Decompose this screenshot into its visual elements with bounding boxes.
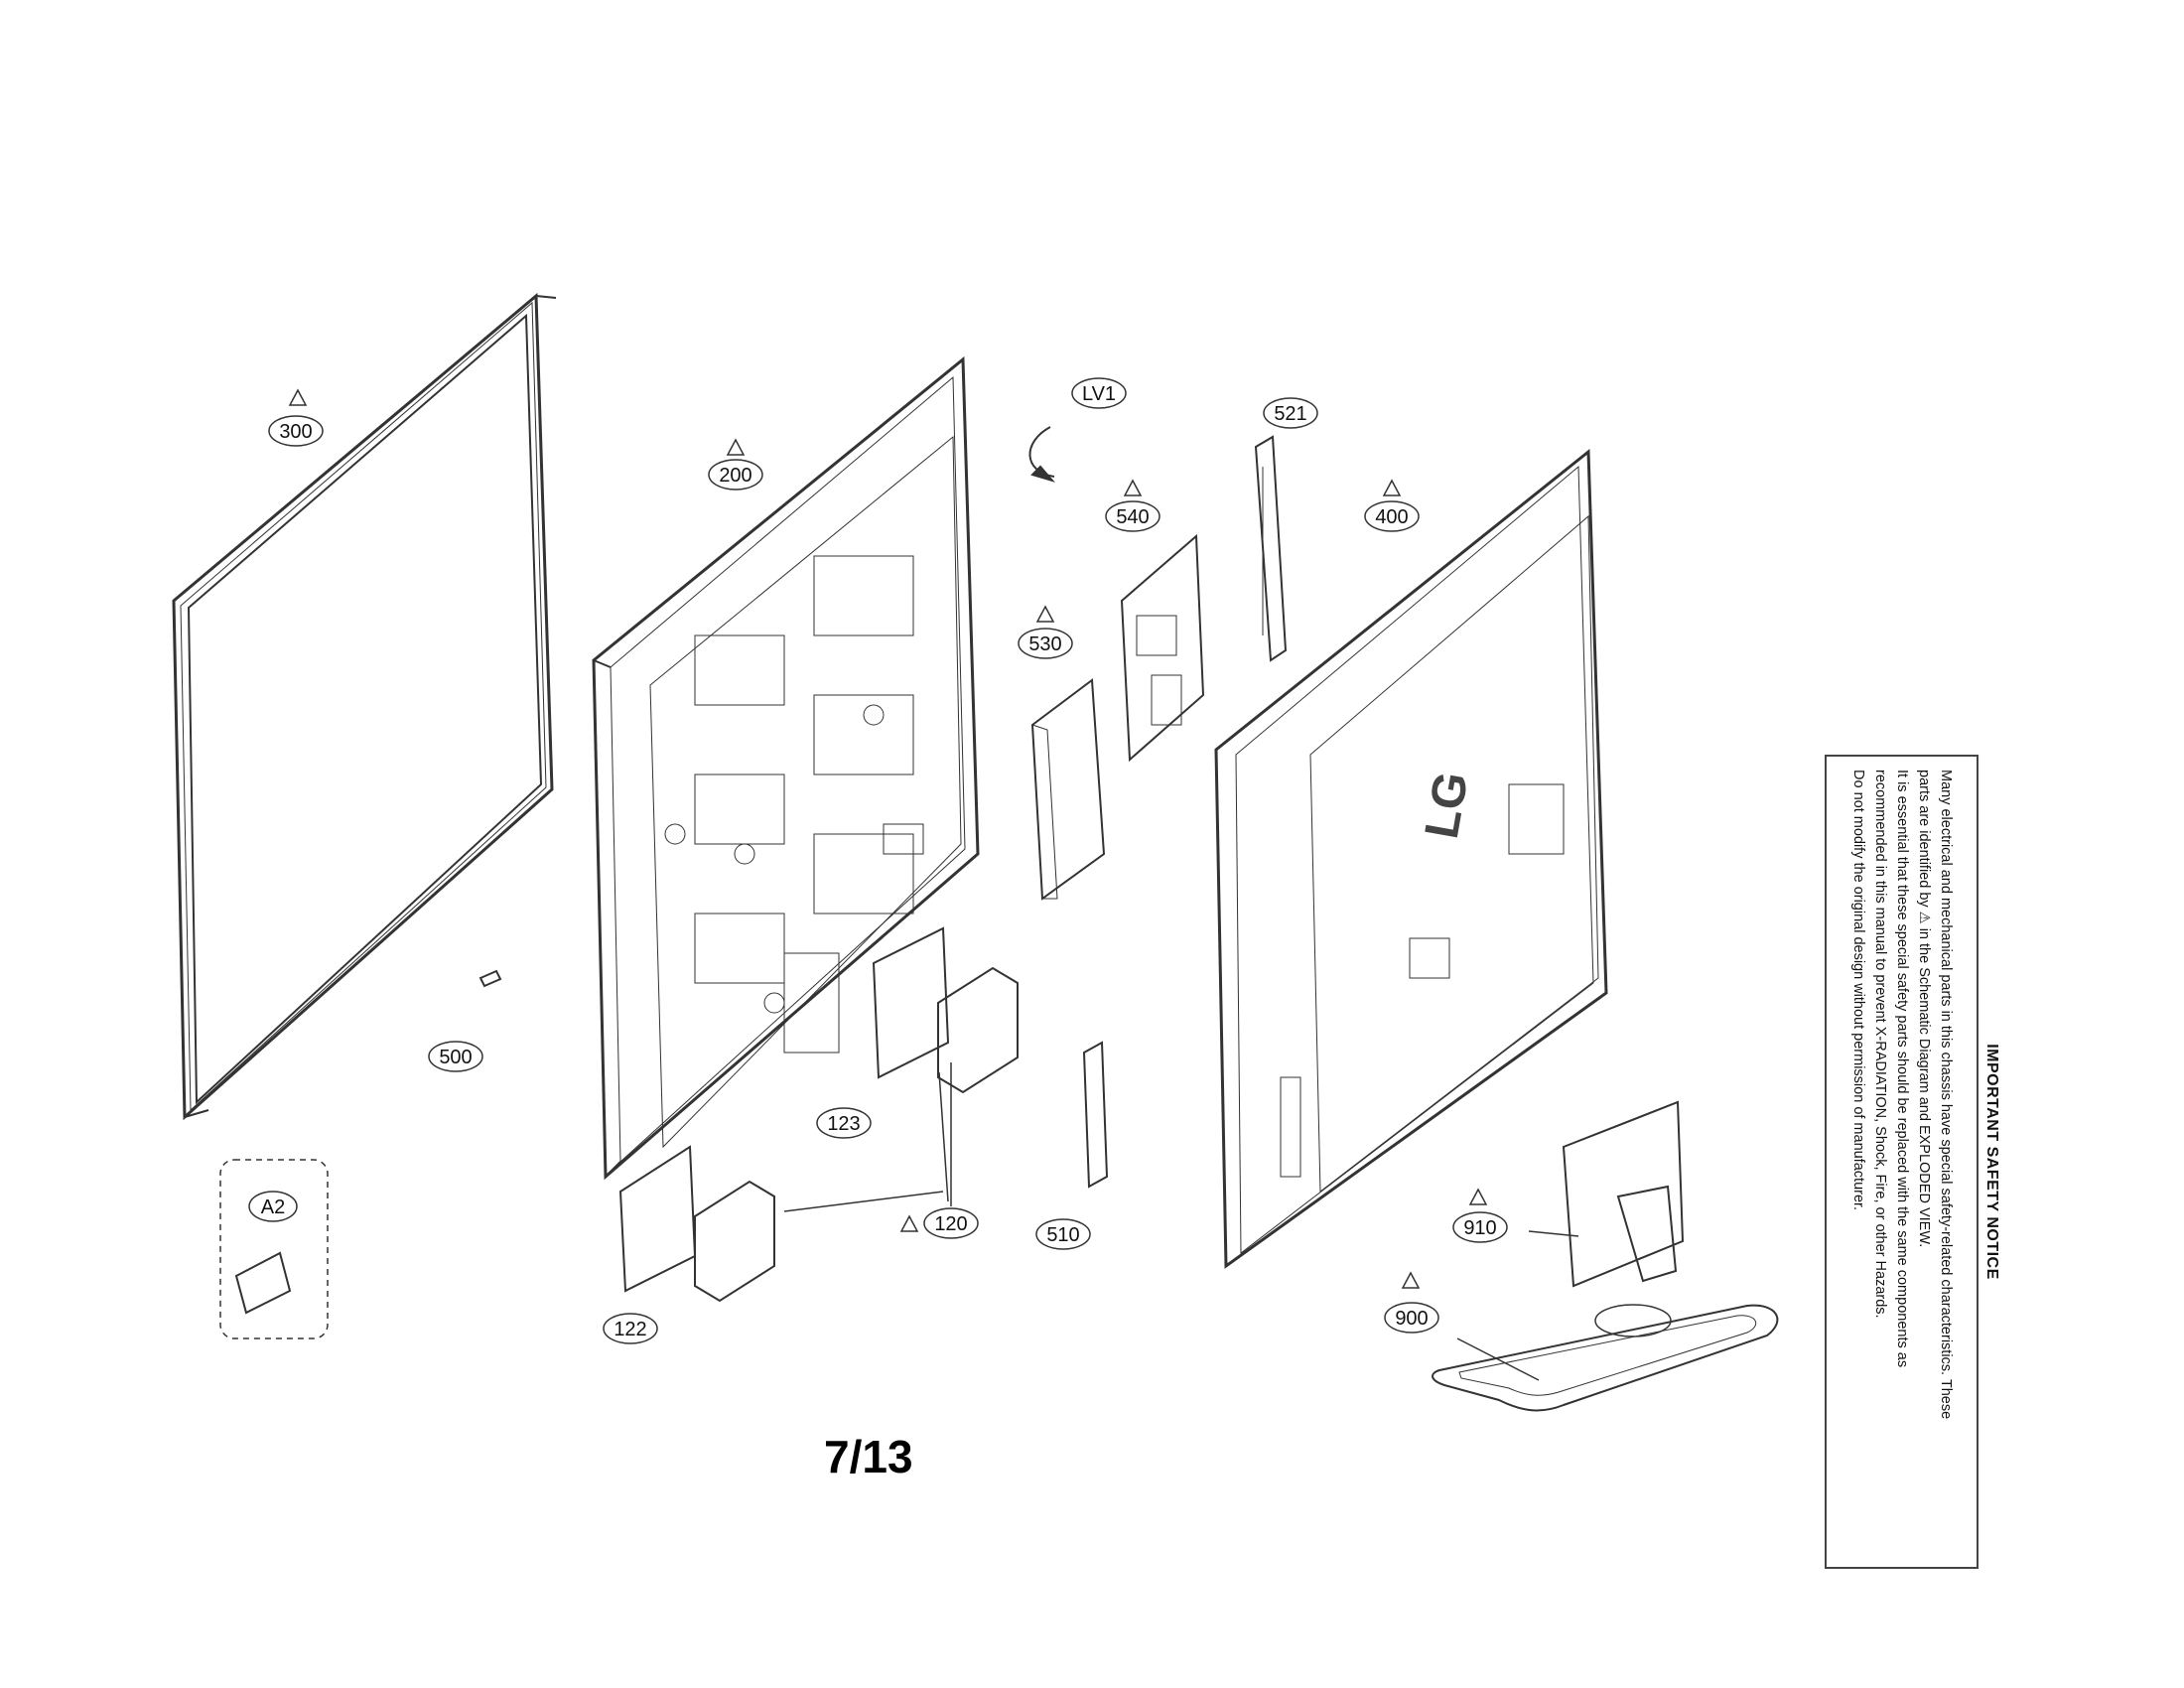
- bracket-123: [872, 926, 950, 1079]
- main-board-540: [1120, 533, 1205, 763]
- lg-logo: LG: [1416, 769, 1479, 843]
- back-cover-400: LG: [1214, 448, 1608, 1269]
- stand-base-900: [1432, 1304, 1779, 1412]
- warning-icon: [899, 1214, 919, 1232]
- bracket-122: [618, 1145, 697, 1293]
- warning-icon: [1035, 605, 1055, 623]
- page-number: 7/13: [824, 1431, 913, 1482]
- svg-text:A2: A2: [261, 1196, 285, 1218]
- svg-text:200: 200: [719, 465, 751, 487]
- a2-group-box: [219, 1159, 329, 1339]
- part-label-122: 122: [603, 1313, 658, 1344]
- part-500: [478, 969, 502, 988]
- part-label-900: 900: [1384, 1302, 1439, 1334]
- svg-text:500: 500: [439, 1047, 472, 1068]
- part-label-200: 200: [708, 459, 763, 491]
- safety-notice-content: IMPORTANT SAFETY NOTICE Many electrical …: [1847, 770, 2000, 1554]
- warning-icon: [1382, 479, 1402, 496]
- svg-text:400: 400: [1375, 506, 1408, 528]
- part-label-510: 510: [1035, 1218, 1091, 1250]
- safety-notice-title: IMPORTANT SAFETY NOTICE: [1982, 770, 2000, 1554]
- svg-text:300: 300: [279, 421, 312, 443]
- safety-notice-line: recommended in this manual to prevent X-…: [1871, 770, 1888, 1319]
- svg-text:510: 510: [1046, 1224, 1079, 1246]
- part-label-120: 120: [923, 1207, 979, 1239]
- svg-text:LV1: LV1: [1082, 383, 1116, 405]
- safety-notice-line: It is essential that these special safet…: [1893, 770, 1910, 1368]
- warning-icons: [288, 388, 1488, 1289]
- safety-notice-line: Do not modify the original design withou…: [1849, 770, 1866, 1211]
- side-board-521: [1254, 435, 1288, 662]
- svg-text:120: 120: [934, 1213, 967, 1235]
- leader-lines-120: [783, 1062, 952, 1212]
- front-bezel-frame: [172, 292, 557, 1121]
- warning-icon: [1401, 1271, 1421, 1289]
- lcd-panel-module: [592, 355, 980, 1181]
- power-board-530: [1030, 678, 1106, 901]
- part-label-400: 400: [1364, 500, 1420, 532]
- part-label-300: 300: [268, 415, 324, 447]
- warning-icon: [726, 438, 746, 456]
- safety-notice-line: parts are identified by ⚠ in the Schemat…: [1915, 770, 1932, 1248]
- part-510: [1082, 1041, 1109, 1189]
- svg-text:122: 122: [614, 1319, 646, 1340]
- part-label-540: 540: [1105, 500, 1160, 532]
- svg-text:530: 530: [1028, 633, 1061, 655]
- svg-text:123: 123: [827, 1113, 860, 1135]
- warning-icon: [1468, 1188, 1488, 1205]
- part-label-lv1: LV1: [1071, 377, 1127, 409]
- speaker-120-upper: [937, 966, 1019, 1094]
- safety-notice-box: IMPORTANT SAFETY NOTICE Many electrical …: [1825, 755, 2000, 1569]
- part-label-a2: A2: [248, 1191, 298, 1222]
- rotation-arrow-icon: [1028, 426, 1055, 483]
- warning-icon: [288, 388, 308, 406]
- svg-text:900: 900: [1395, 1308, 1428, 1330]
- warning-icon: [1123, 479, 1143, 496]
- part-label-500: 500: [428, 1041, 483, 1072]
- svg-text:910: 910: [1463, 1217, 1496, 1239]
- part-label-530: 530: [1018, 628, 1073, 659]
- part-label-521: 521: [1263, 397, 1318, 429]
- svg-text:521: 521: [1274, 403, 1306, 425]
- stand-neck-910: [1528, 1100, 1685, 1288]
- svg-text:540: 540: [1116, 506, 1149, 528]
- part-label-910: 910: [1452, 1211, 1508, 1243]
- speaker-120-lower: [694, 1180, 775, 1303]
- safety-notice-line: Many electrical and mechanical parts in …: [1937, 770, 1954, 1420]
- part-label-123: 123: [816, 1107, 872, 1139]
